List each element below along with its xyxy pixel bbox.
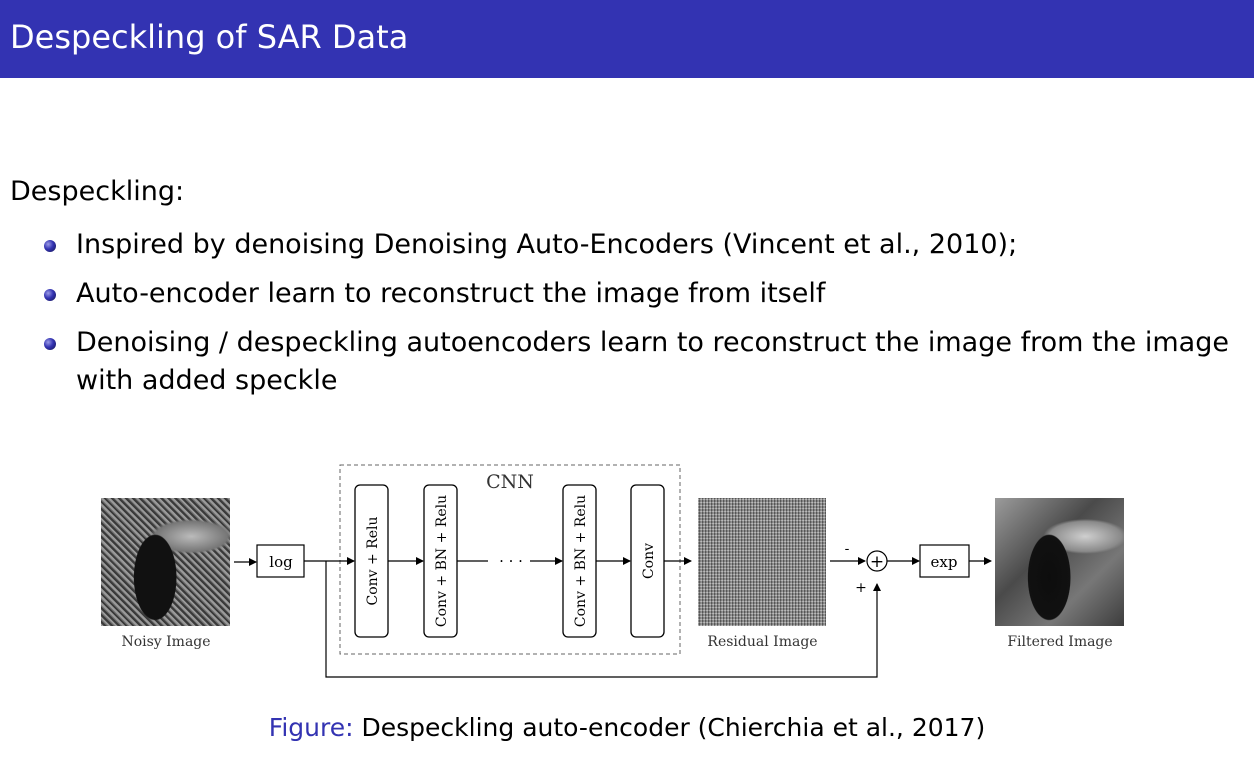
plus-sign: + <box>855 580 867 596</box>
layer-conv-bn-relu <box>562 484 597 638</box>
bullet-item-1: Inspired by denoising Denoising Auto-Enc… <box>76 229 1018 260</box>
bullet-dot-icon <box>44 240 56 252</box>
exp-label: exp <box>931 553 958 571</box>
intro-heading: Despeckling: <box>10 176 185 207</box>
layer-conv-bn-relu-label: Conv + BN + Relu <box>434 495 450 627</box>
residual-image <box>698 498 826 626</box>
bullet-dot-icon <box>44 289 56 301</box>
layer-conv-bn-relu-label: Conv + BN + Relu <box>573 495 589 627</box>
layer-conv-label: Conv <box>641 543 657 579</box>
bullet-dot-icon <box>44 338 56 350</box>
exp-box <box>919 544 970 578</box>
slide-title: Despeckling of SAR Data <box>10 18 409 56</box>
ellipsis: · · · <box>499 552 523 570</box>
layer-conv-bn-relu <box>423 484 458 638</box>
layer-conv-relu <box>354 484 389 638</box>
figure-caption-label: Figure: <box>268 713 354 742</box>
log-box <box>256 544 305 578</box>
figure-caption-text: Despeckling auto-encoder (Chierchia et a… <box>353 713 986 742</box>
layer-conv-relu-label: Conv + Relu <box>365 516 381 605</box>
bullet-item-3-line2: with added speckle <box>76 365 338 396</box>
noisy-image <box>101 498 230 626</box>
noisy-image-caption: Noisy Image <box>121 634 211 650</box>
slide-header: Despeckling of SAR Data <box>0 0 1254 78</box>
minus-sign: - <box>845 541 850 557</box>
bullet-item-3-line1: Denoising / despeckling autoencoders lea… <box>76 327 1229 358</box>
log-label: log <box>269 553 293 571</box>
bullet-item-2: Auto-encoder learn to reconstruct the im… <box>76 278 826 309</box>
sum-node <box>866 550 888 572</box>
figure-caption: Figure: Despeckling auto-encoder (Chierc… <box>0 713 1254 742</box>
cnn-label: CNN <box>486 471 534 493</box>
filtered-image-caption: Filtered Image <box>1007 634 1113 650</box>
layer-conv <box>630 484 665 638</box>
residual-image-caption: Residual Image <box>707 634 818 650</box>
filtered-image <box>995 498 1124 626</box>
cnn-block <box>339 464 681 655</box>
sum-symbol: + <box>870 552 884 572</box>
